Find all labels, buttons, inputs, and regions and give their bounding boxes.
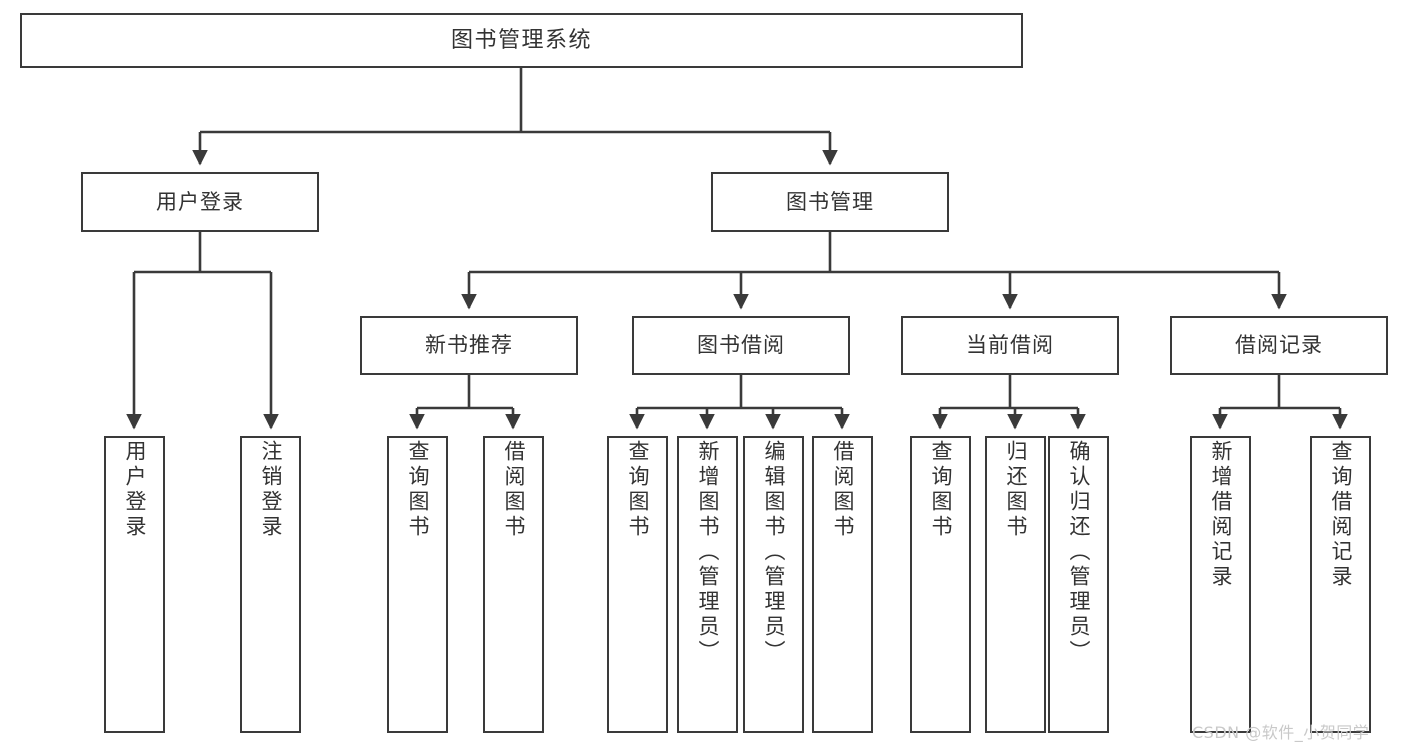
node-leaf-query-book-2-label: 查询图书 (626, 440, 650, 540)
node-leaf-borrow-book-1-label: 借阅图书 (502, 440, 526, 540)
node-leaf-user-logout[interactable]: 注销登录 (240, 436, 301, 733)
node-current-borrow-label: 当前借阅 (966, 333, 1054, 358)
node-leaf-user-logout-label: 注销登录 (259, 440, 283, 540)
node-leaf-query-book-1[interactable]: 查询图书 (387, 436, 448, 733)
node-leaf-query-record[interactable]: 查询借阅记录 (1310, 436, 1371, 733)
node-leaf-borrow-book-2[interactable]: 借阅图书 (812, 436, 873, 733)
node-leaf-edit-book[interactable]: 编辑图书（管理员） (743, 436, 804, 733)
node-leaf-add-book-label: 新增图书（管理员） (696, 440, 720, 665)
node-leaf-query-book-3-label: 查询图书 (929, 440, 953, 540)
node-leaf-user-login[interactable]: 用户登录 (104, 436, 165, 733)
node-leaf-query-book-2[interactable]: 查询图书 (607, 436, 668, 733)
node-book-borrow-label: 图书借阅 (697, 333, 785, 358)
node-leaf-borrow-book-2-label: 借阅图书 (831, 440, 855, 540)
node-current-borrow[interactable]: 当前借阅 (901, 316, 1119, 375)
node-leaf-confirm-return[interactable]: 确认归还（管理员） (1048, 436, 1109, 733)
node-leaf-return-book[interactable]: 归还图书 (985, 436, 1046, 733)
node-leaf-add-record[interactable]: 新增借阅记录 (1190, 436, 1251, 733)
node-leaf-add-record-label: 新增借阅记录 (1209, 440, 1233, 590)
node-borrow-record[interactable]: 借阅记录 (1170, 316, 1388, 375)
node-leaf-add-book[interactable]: 新增图书（管理员） (677, 436, 738, 733)
node-borrow-record-label: 借阅记录 (1235, 333, 1323, 358)
node-new-book-recommend[interactable]: 新书推荐 (360, 316, 578, 375)
watermark: CSDN @软件_小贺同学 (1192, 723, 1370, 742)
node-book-manage-label: 图书管理 (786, 189, 874, 214)
node-leaf-query-book-1-label: 查询图书 (406, 440, 430, 540)
node-root-label: 图书管理系统 (450, 27, 592, 53)
node-book-borrow[interactable]: 图书借阅 (632, 316, 850, 375)
node-user-login[interactable]: 用户登录 (81, 172, 319, 232)
node-new-book-recommend-label: 新书推荐 (425, 333, 513, 358)
node-leaf-confirm-return-label: 确认归还（管理员） (1067, 440, 1091, 665)
node-user-login-label: 用户登录 (156, 189, 244, 214)
node-leaf-user-login-label: 用户登录 (123, 440, 147, 540)
node-leaf-edit-book-label: 编辑图书（管理员） (762, 440, 786, 665)
node-leaf-query-record-label: 查询借阅记录 (1329, 440, 1353, 590)
node-leaf-return-book-label: 归还图书 (1004, 440, 1028, 540)
node-leaf-borrow-book-1[interactable]: 借阅图书 (483, 436, 544, 733)
node-root[interactable]: 图书管理系统 (20, 13, 1023, 68)
node-book-manage[interactable]: 图书管理 (711, 172, 949, 232)
node-leaf-query-book-3[interactable]: 查询图书 (910, 436, 971, 733)
